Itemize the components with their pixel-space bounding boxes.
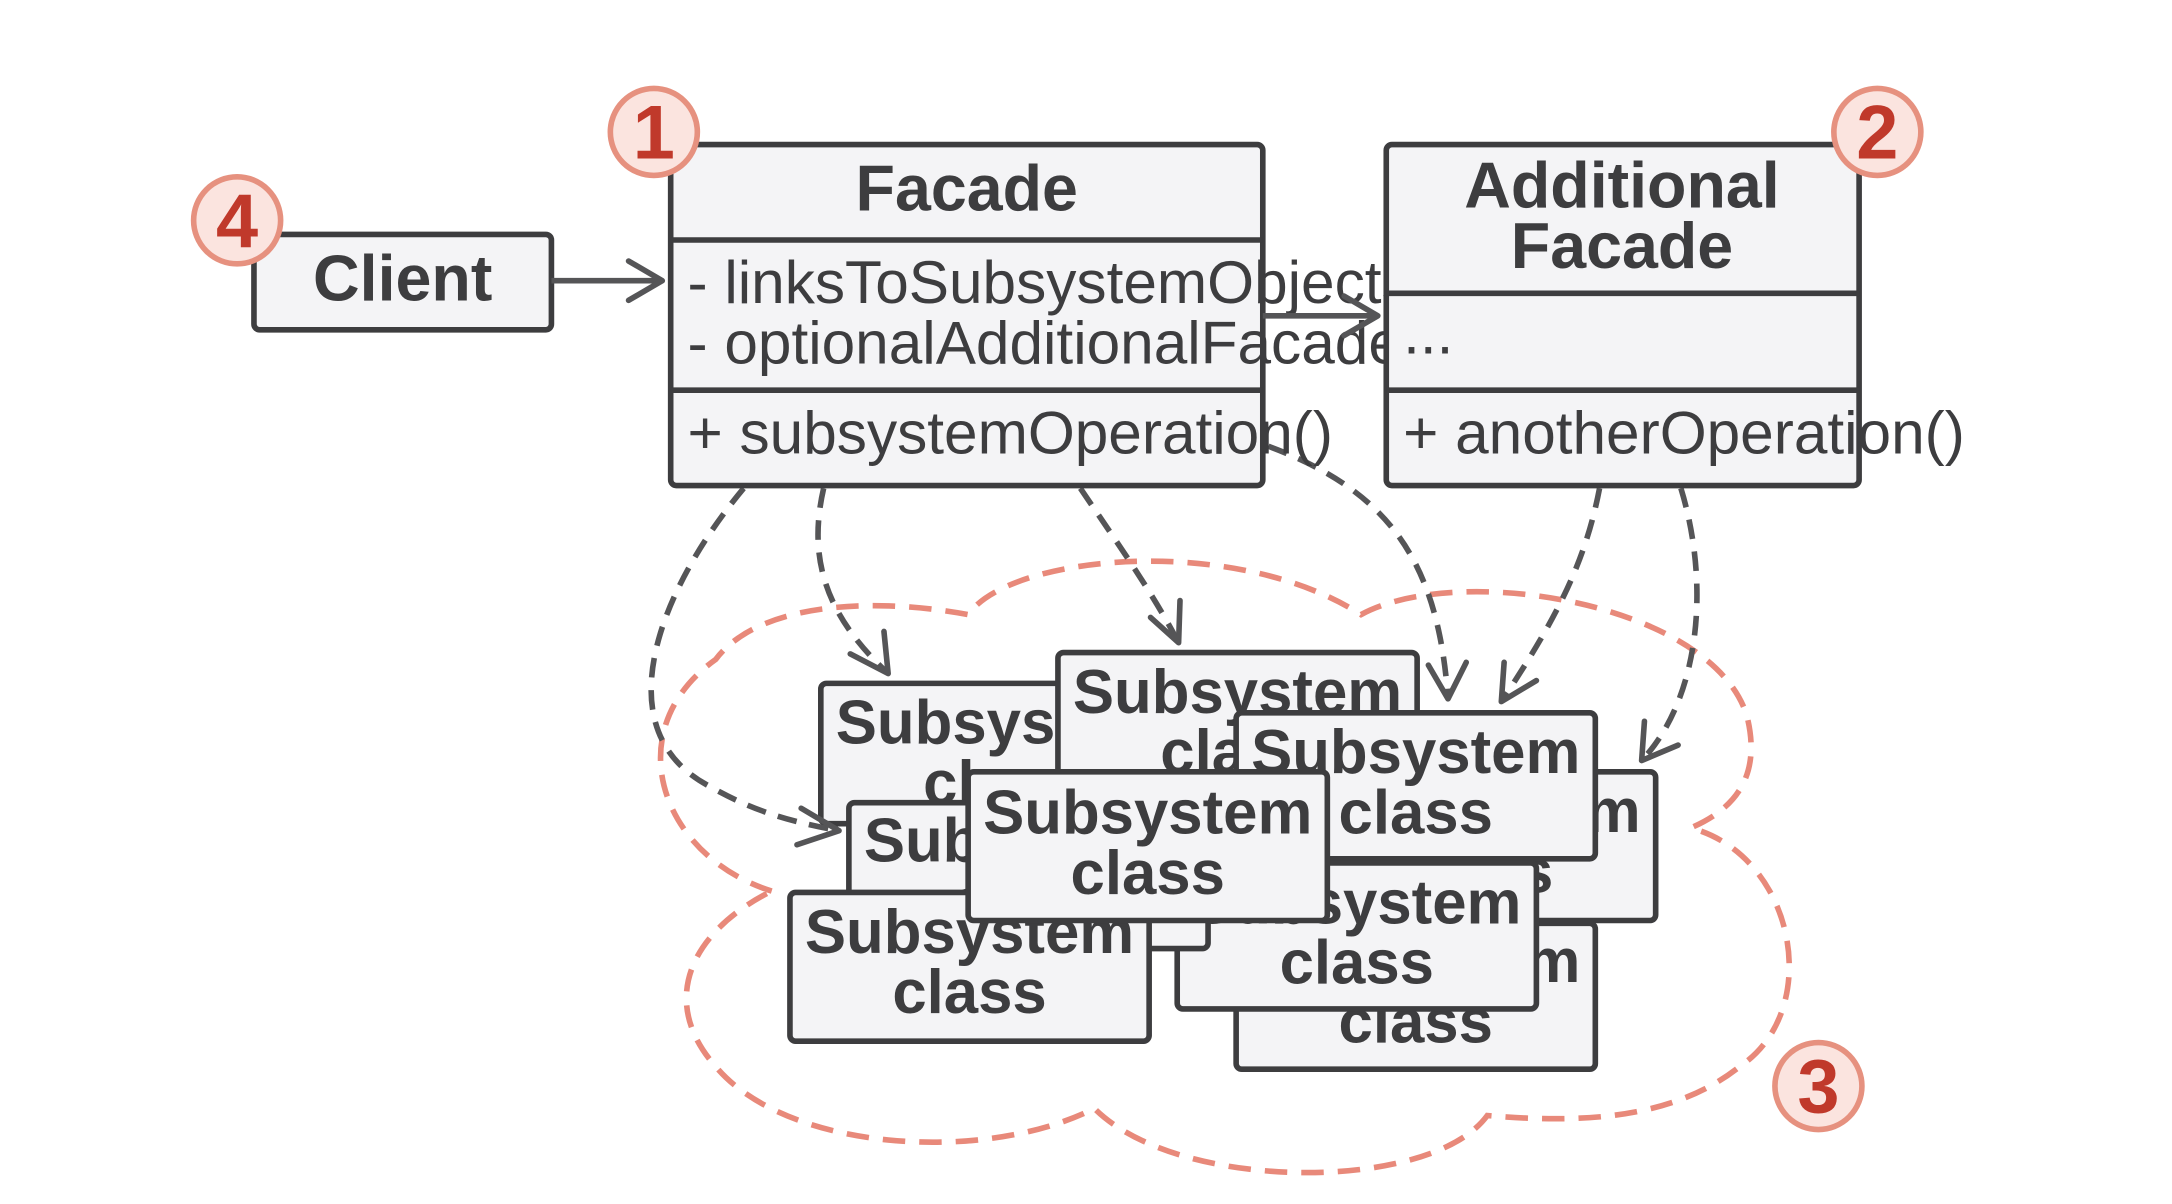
subsystem-cloud (657, 558, 1793, 1176)
dependency-arrowhead (1147, 597, 1183, 646)
facade-field: - optionalAdditionalFacade (688, 308, 1402, 376)
dependency-arrow (1078, 486, 1182, 644)
dependency-arrowhead (847, 628, 891, 677)
subsystem-class-label: class (1071, 839, 1225, 908)
badge-number: 3 (1797, 1045, 1839, 1130)
badge-1: 1 (607, 85, 701, 179)
additional-facade-class: Additional Facade ... + anotherOperation… (1383, 141, 1965, 489)
facade-method: + subsystemOperation() (688, 398, 1333, 466)
facade-field: - linksToSubsystemObjects (688, 248, 1412, 316)
subsystem-class-box: Subsystem class (965, 768, 1331, 924)
dependency-arrow (815, 487, 891, 676)
facade-to-additional-arrowhead (1341, 293, 1381, 339)
subsystem-class-label: class (1339, 779, 1493, 848)
badge-4: 4 (190, 174, 284, 267)
client-to-facade-arrowhead (625, 258, 666, 304)
subsystem-class-label: class (892, 958, 1046, 1027)
badge-number: 4 (216, 179, 258, 264)
dependency-arrow (1498, 487, 1603, 704)
dependency-arrow (648, 486, 840, 834)
additional-facade-method: + anotherOperation() (1403, 398, 1965, 466)
facade-class: Facade - linksToSubsystemObjects - optio… (667, 141, 1412, 489)
dependency-arrowhead (1498, 659, 1540, 705)
subsystem-classes: Subsystem class Subsystem class Subsyste… (787, 649, 1659, 1073)
subsystem-class-label: class (1280, 929, 1434, 998)
dependency-arrows (648, 443, 1700, 848)
subsystem-class-label: Subsystem (983, 779, 1312, 848)
client-class: Client (251, 231, 555, 333)
dependency-arrowhead (1638, 718, 1681, 764)
badge-2: 2 (1831, 85, 1924, 179)
additional-facade-field: ... (1403, 299, 1453, 367)
dependency-arrowhead (1425, 659, 1470, 702)
badge-3: 3 (1772, 1039, 1865, 1133)
badge-number: 1 (633, 91, 675, 176)
additional-facade-name: Facade (1511, 210, 1733, 282)
badge-number: 2 (1856, 91, 1898, 176)
facade-class-name: Facade (856, 153, 1078, 225)
additional-facade-name: Additional (1464, 150, 1779, 222)
dependency-arrowhead (794, 805, 842, 848)
dependency-arrow (1267, 443, 1451, 700)
dependency-arrow (1639, 487, 1700, 763)
client-class-name: Client (313, 242, 492, 314)
